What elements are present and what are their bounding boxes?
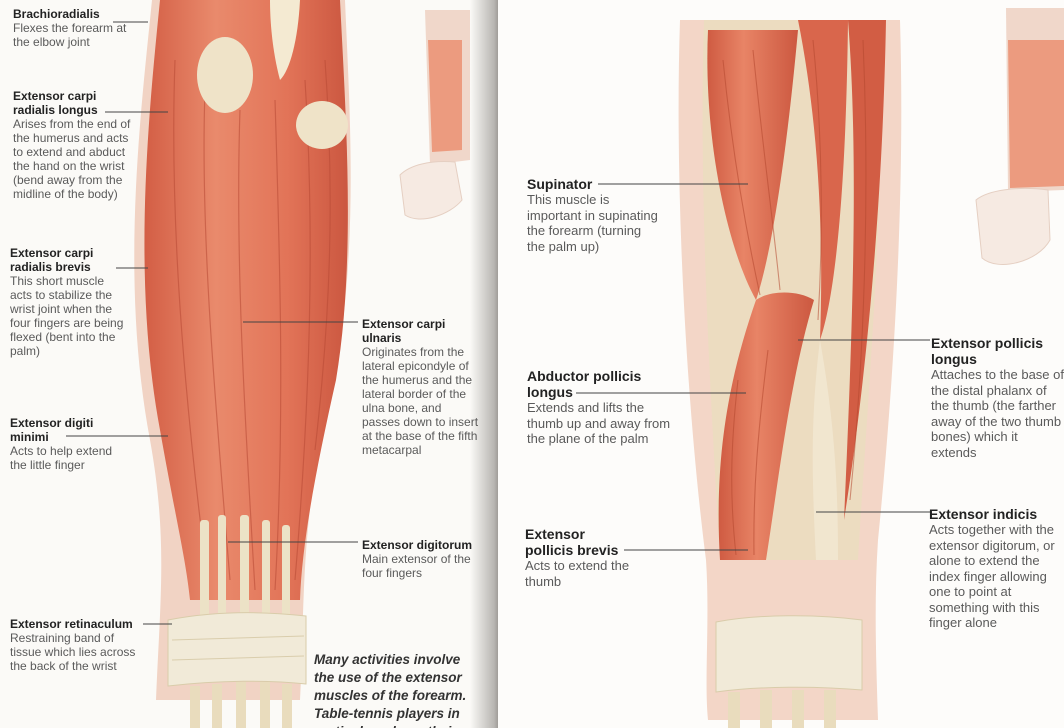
label-supinator: Supinator This muscle is important in su… xyxy=(527,176,662,254)
label-extensor-indicis: Extensor indicis Acts together with the … xyxy=(929,506,1064,631)
label-extensor-pollicis-brevis: Extensor pollicis brevis Acts to extend … xyxy=(525,526,637,589)
label-extensor-carpi-radialis-longus: Extensor carpi radialis longus Arises fr… xyxy=(13,89,131,201)
label-extensor-pollicis-longus: Extensor pollicis longus Attaches to the… xyxy=(931,335,1064,460)
left-page: Brachioradialis Flexes the forearm at th… xyxy=(0,0,498,728)
right-page: Supinator This muscle is important in su… xyxy=(498,0,1064,728)
inset-arm-icon xyxy=(400,10,470,219)
label-extensor-digiti-minimi: Extensor digiti minimi Acts to help exte… xyxy=(10,416,128,472)
label-abductor-pollicis-longus: Abductor pollicis longus Extends and lif… xyxy=(527,368,672,447)
label-brachioradialis: Brachioradialis Flexes the forearm at th… xyxy=(13,7,131,49)
inset-arm-icon xyxy=(976,8,1064,264)
caption-text: Many activities involve the use of the e… xyxy=(314,651,484,728)
label-extensor-digitorum: Extensor digitorum Main extensor of the … xyxy=(362,538,480,580)
label-extensor-retinaculum: Extensor retinaculum Restraining band of… xyxy=(10,617,145,673)
label-extensor-carpi-radialis-brevis: Extensor carpi radialis brevis This shor… xyxy=(10,246,124,358)
label-extensor-carpi-ulnaris: Extensor carpi ulnaris Originates from t… xyxy=(362,317,480,457)
